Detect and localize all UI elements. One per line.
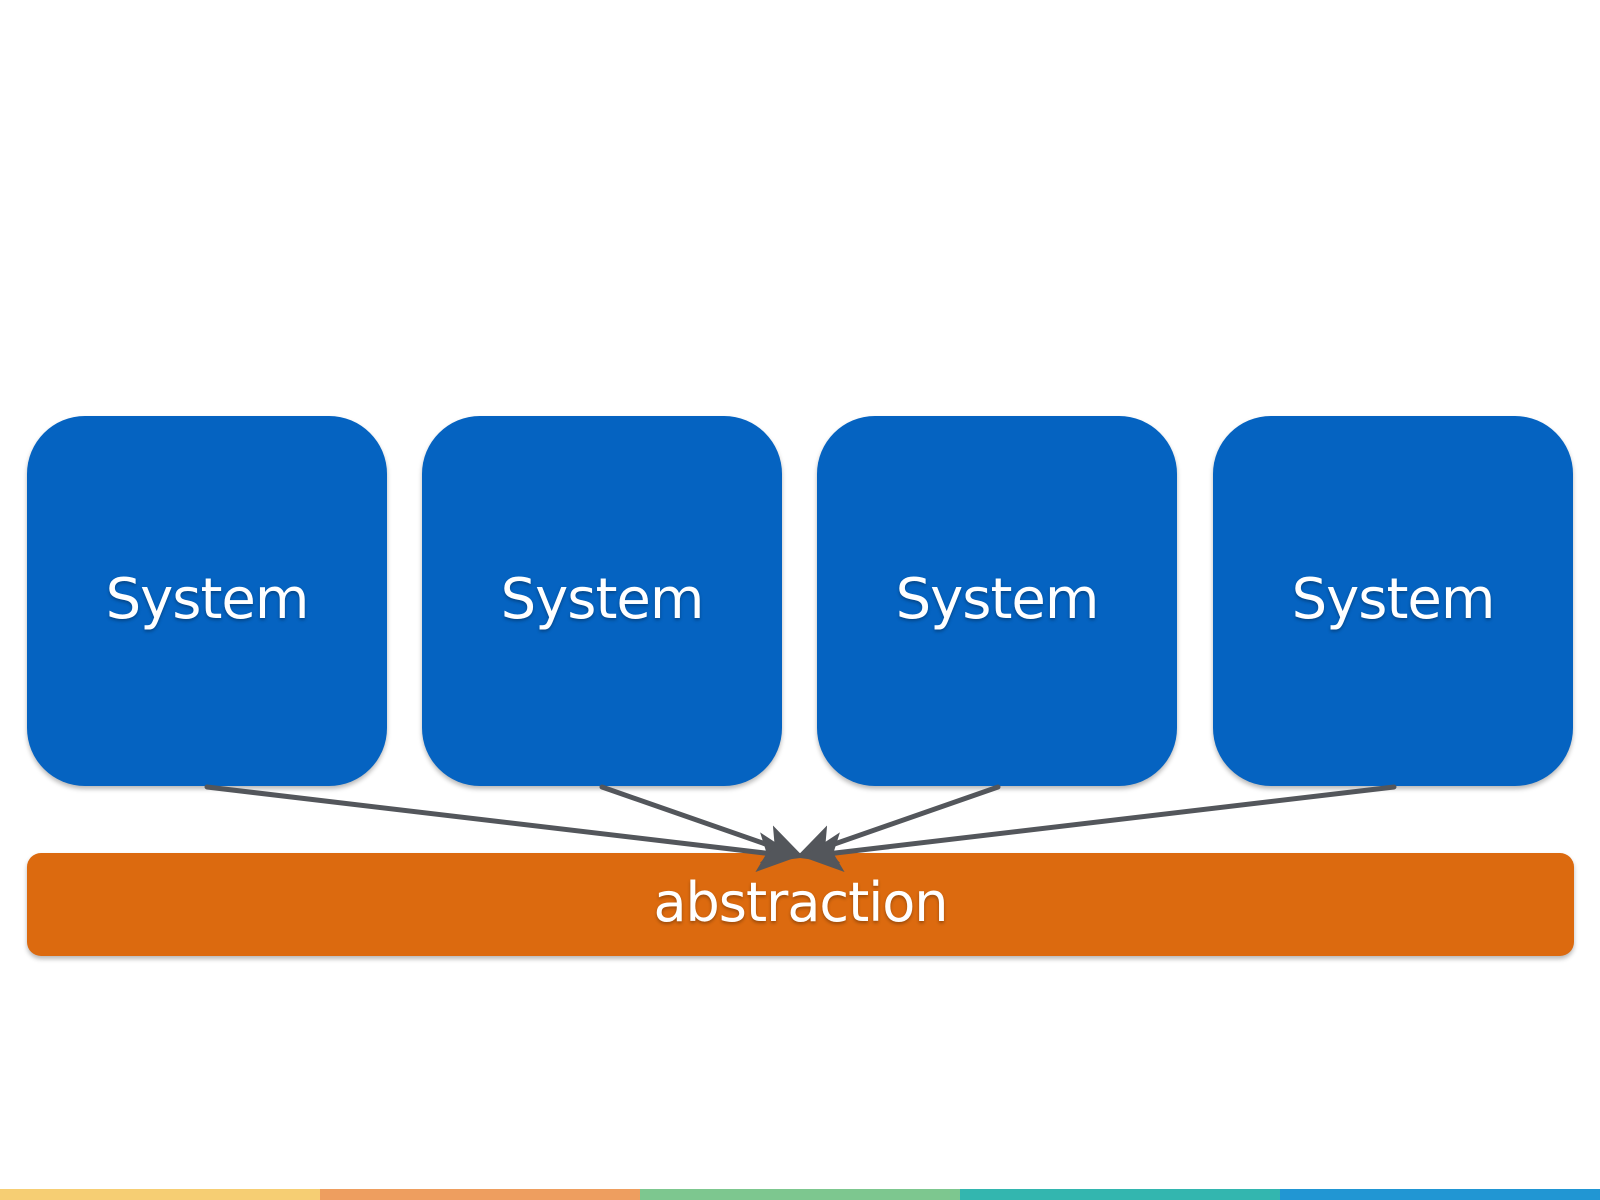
system-label: System (895, 566, 1100, 632)
footer-stripe (960, 1189, 1280, 1200)
footer-color-stripes (0, 1189, 1600, 1200)
system-label: System (1291, 566, 1496, 632)
footer-stripe (0, 1189, 320, 1200)
system-box: System (817, 416, 1177, 786)
footer-stripe (1280, 1189, 1600, 1200)
system-box: System (1213, 416, 1573, 786)
footer-stripe (320, 1189, 640, 1200)
system-box: System (422, 416, 782, 786)
system-label: System (105, 566, 310, 632)
abstraction-bar: abstraction (27, 853, 1574, 956)
arrow-system-2-to-abstraction (599, 784, 805, 864)
abstraction-label: abstraction (653, 871, 948, 934)
system-box: System (27, 416, 387, 786)
arrow-system-1-to-abstraction (204, 784, 798, 873)
footer-stripe (640, 1189, 960, 1200)
arrow-system-4-to-abstraction (802, 784, 1397, 873)
arrow-system-3-to-abstraction (795, 784, 1001, 864)
system-label: System (500, 566, 705, 632)
